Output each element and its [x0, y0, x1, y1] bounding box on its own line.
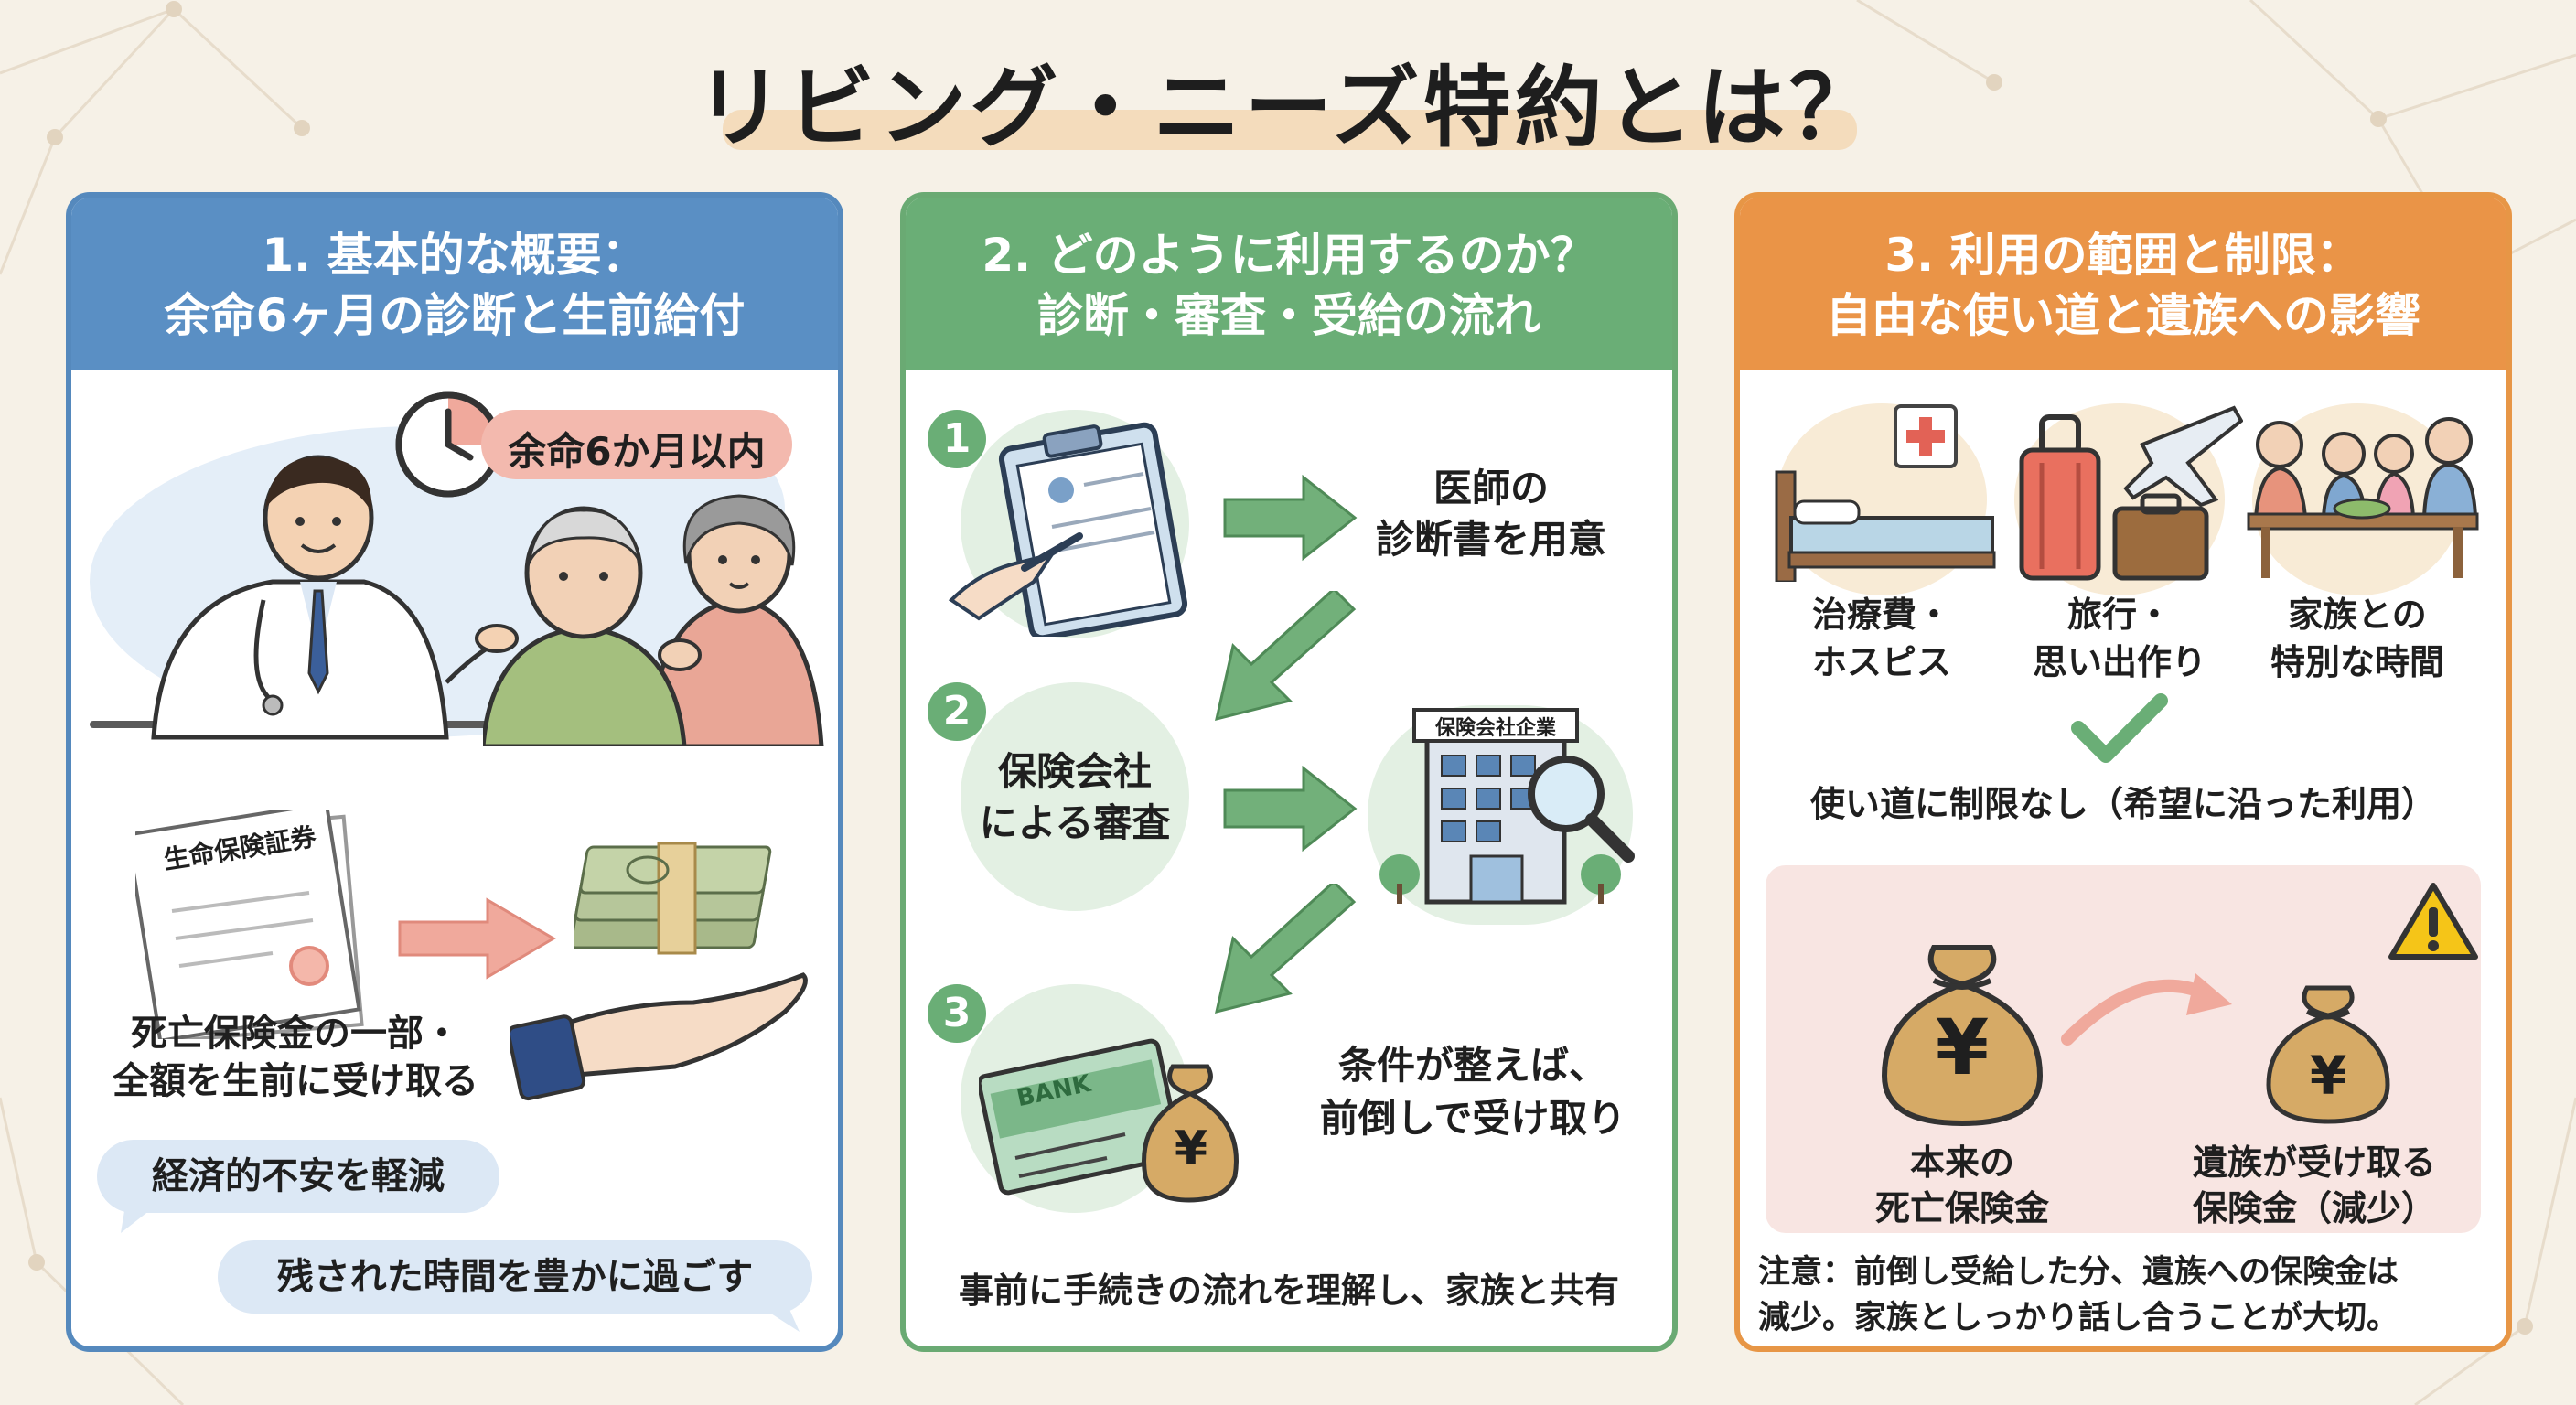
panel-usage-heading-2: 自由な使い道と遺族への影響 — [1826, 289, 2420, 342]
bubble-tail-2 — [748, 1299, 800, 1332]
payout-text-2: 全額を生前に受け取る — [113, 1060, 478, 1102]
travel-icon — [2019, 405, 2243, 581]
panel-process-header: 2. どのように利用するのか？ 診断・審査・受給の流れ — [906, 198, 1672, 370]
panel-process: 2. どのように利用するのか？ 診断・審査・受給の流れ 1 医師の 診断書を用意… — [900, 192, 1678, 1352]
note-text: 注意：前倒し受給した分、遺族への保険金は 減少。家族としっかり話し合うことが大切… — [1758, 1249, 2490, 1341]
step-1-text-1: 医師の — [1433, 466, 1549, 510]
step-2-badge: 2 — [928, 682, 986, 741]
doctor-icon — [151, 455, 519, 740]
panel-process-heading-2: 診断・審査・受給の流れ — [1037, 289, 1540, 342]
benefit-bubble-1: 経済的不安を軽減 — [97, 1140, 499, 1213]
bubble-tail-1 — [121, 1200, 163, 1233]
arrow-diagonal-icon-1 — [1215, 591, 1357, 722]
panel-overview: 1. 基本的な概要： 余命6ヶ月の診断と生前給付 余命6か月以内 — [66, 192, 843, 1352]
use-1-text-2: ホスピス — [1811, 642, 1951, 682]
step-2-circle — [961, 682, 1189, 911]
step-2-text: 保険会社 による審査 — [961, 746, 1189, 849]
use-3-text-2: 特別な時間 — [2270, 642, 2444, 682]
use-1-text-1: 治療費・ — [1811, 595, 1951, 635]
step-3-badge: 3 — [928, 984, 986, 1043]
time-limit-text: 余命6か月以内 — [508, 429, 766, 474]
benefit-text-1: 経済的不安を軽減 — [152, 1155, 445, 1197]
warning-box: ¥ ¥ 本来の 死亡保険金 遺族が受け取る 保険金（減少） — [1766, 865, 2481, 1233]
arrow-reduce-icon — [2061, 973, 2232, 1046]
office-building-icon — [1379, 708, 1635, 905]
arrow-diagonal-icon-2 — [1215, 884, 1357, 1014]
use-2-text-1: 旅行・ — [2066, 595, 2172, 635]
panel-overview-heading-2: 余命6ヶ月の診断と生前給付 — [164, 289, 746, 342]
warning-icon — [2388, 883, 2478, 960]
building-sign: 保険会社企業 — [1434, 717, 1556, 740]
bank-passbook-icon — [979, 1038, 1239, 1203]
use-3-text: 家族との 特別な時間 — [2234, 591, 2481, 686]
panel-usage: 3. 利用の範囲と制限： 自由な使い道と遺族への影響 治療費・ ホスピス 旅行・… — [1734, 192, 2512, 1352]
panel-usage-header: 3. 利用の範囲と制限： 自由な使い道と遺族への影響 — [1740, 198, 2506, 370]
use-1-text: 治療費・ ホスピス — [1758, 591, 2005, 686]
money-bag-small-icon — [2266, 985, 2390, 1124]
time-limit-badge: 余命6か月以内 — [481, 410, 792, 479]
process-footer: 事前に手続きの流れを理解し、家族と共有 — [958, 1271, 1619, 1311]
panel-process-heading-1: 2. どのように利用するのか？ — [982, 229, 1596, 282]
original-amount-text-2: 死亡保険金 — [1874, 1188, 2049, 1228]
benefit-bubble-2: 残された時間を豊かに過ごす — [218, 1240, 812, 1314]
large-bag-yen: ¥ — [1935, 1003, 1990, 1092]
step-2-text-1: 保険会社 — [997, 749, 1152, 794]
panel-overview-header: 1. 基本的な概要： 余命6ヶ月の診断と生前給付 — [71, 198, 838, 370]
step-2-text-2: による審査 — [979, 800, 1171, 845]
note-text-2: 減少。家族としっかり話し合うことが大切。 — [1758, 1300, 2399, 1336]
arrow-right-icon-2 — [1223, 765, 1358, 853]
check-icon — [2071, 693, 2168, 763]
arrow-right-icon — [398, 897, 556, 980]
reduced-amount-text-1: 遺族が受け取る — [2192, 1142, 2436, 1183]
step-3-text-1: 条件が整えば、 — [1337, 1043, 1607, 1088]
cash-stack-icon — [574, 842, 772, 955]
use-2-text-2: 思い出作り — [2032, 642, 2206, 682]
step-3-text: 条件が整えば、 前倒しで受け取り — [1290, 1039, 1656, 1145]
use-2-text: 旅行・ 思い出作り — [1996, 591, 2243, 686]
money-bag-large-icon — [1881, 945, 2044, 1127]
family-meal-icon — [2247, 417, 2479, 578]
document-icon — [135, 810, 364, 1039]
step-1-text-2: 診断書を用意 — [1375, 517, 1606, 562]
title-highlight — [723, 110, 1857, 150]
reduced-amount-text: 遺族が受け取る 保険金（減少） — [2150, 1140, 2479, 1231]
elderly-couple-icon — [483, 494, 824, 746]
page-title: リビング・ニーズ特約とは？ — [695, 57, 1881, 159]
note-text-1: 注意：前倒し受給した分、遺族への保険金は — [1758, 1254, 2399, 1291]
step-1-badge: 1 — [928, 410, 986, 468]
use-3-text-1: 家族との — [2288, 595, 2427, 635]
panel-usage-heading-1: 3. 利用の範囲と制限： — [1884, 229, 2362, 282]
bank-yen-symbol: ¥ — [1174, 1121, 1208, 1176]
reduced-amount-text-2: 保険金（減少） — [2192, 1188, 2436, 1228]
hospital-bed-icon — [1775, 404, 1996, 582]
clipboard-icon — [948, 422, 1188, 637]
panel-overview-heading-1: 1. 基本的な概要： — [262, 229, 648, 282]
step-3-text-2: 前倒しで受け取り — [1319, 1096, 1626, 1141]
step-1-text: 医師の 診断書を用意 — [1354, 463, 1628, 565]
payout-text: 死亡保険金の一部・ 全額を生前に受け取る — [90, 1010, 501, 1105]
small-bag-yen: ¥ — [2309, 1045, 2347, 1107]
benefit-text-2: 残された時間を豊かに過ごす — [276, 1256, 754, 1298]
hand-icon — [510, 972, 808, 1101]
original-amount-text: 本来の 死亡保険金 — [1820, 1140, 2104, 1231]
arrow-right-icon-1 — [1223, 474, 1358, 562]
original-amount-text-1: 本来の — [1909, 1142, 2014, 1183]
payout-text-1: 死亡保険金の一部・ — [131, 1013, 460, 1055]
no-limit-text: 使い道に制限なし（希望に沿った利用） — [1809, 784, 2436, 824]
